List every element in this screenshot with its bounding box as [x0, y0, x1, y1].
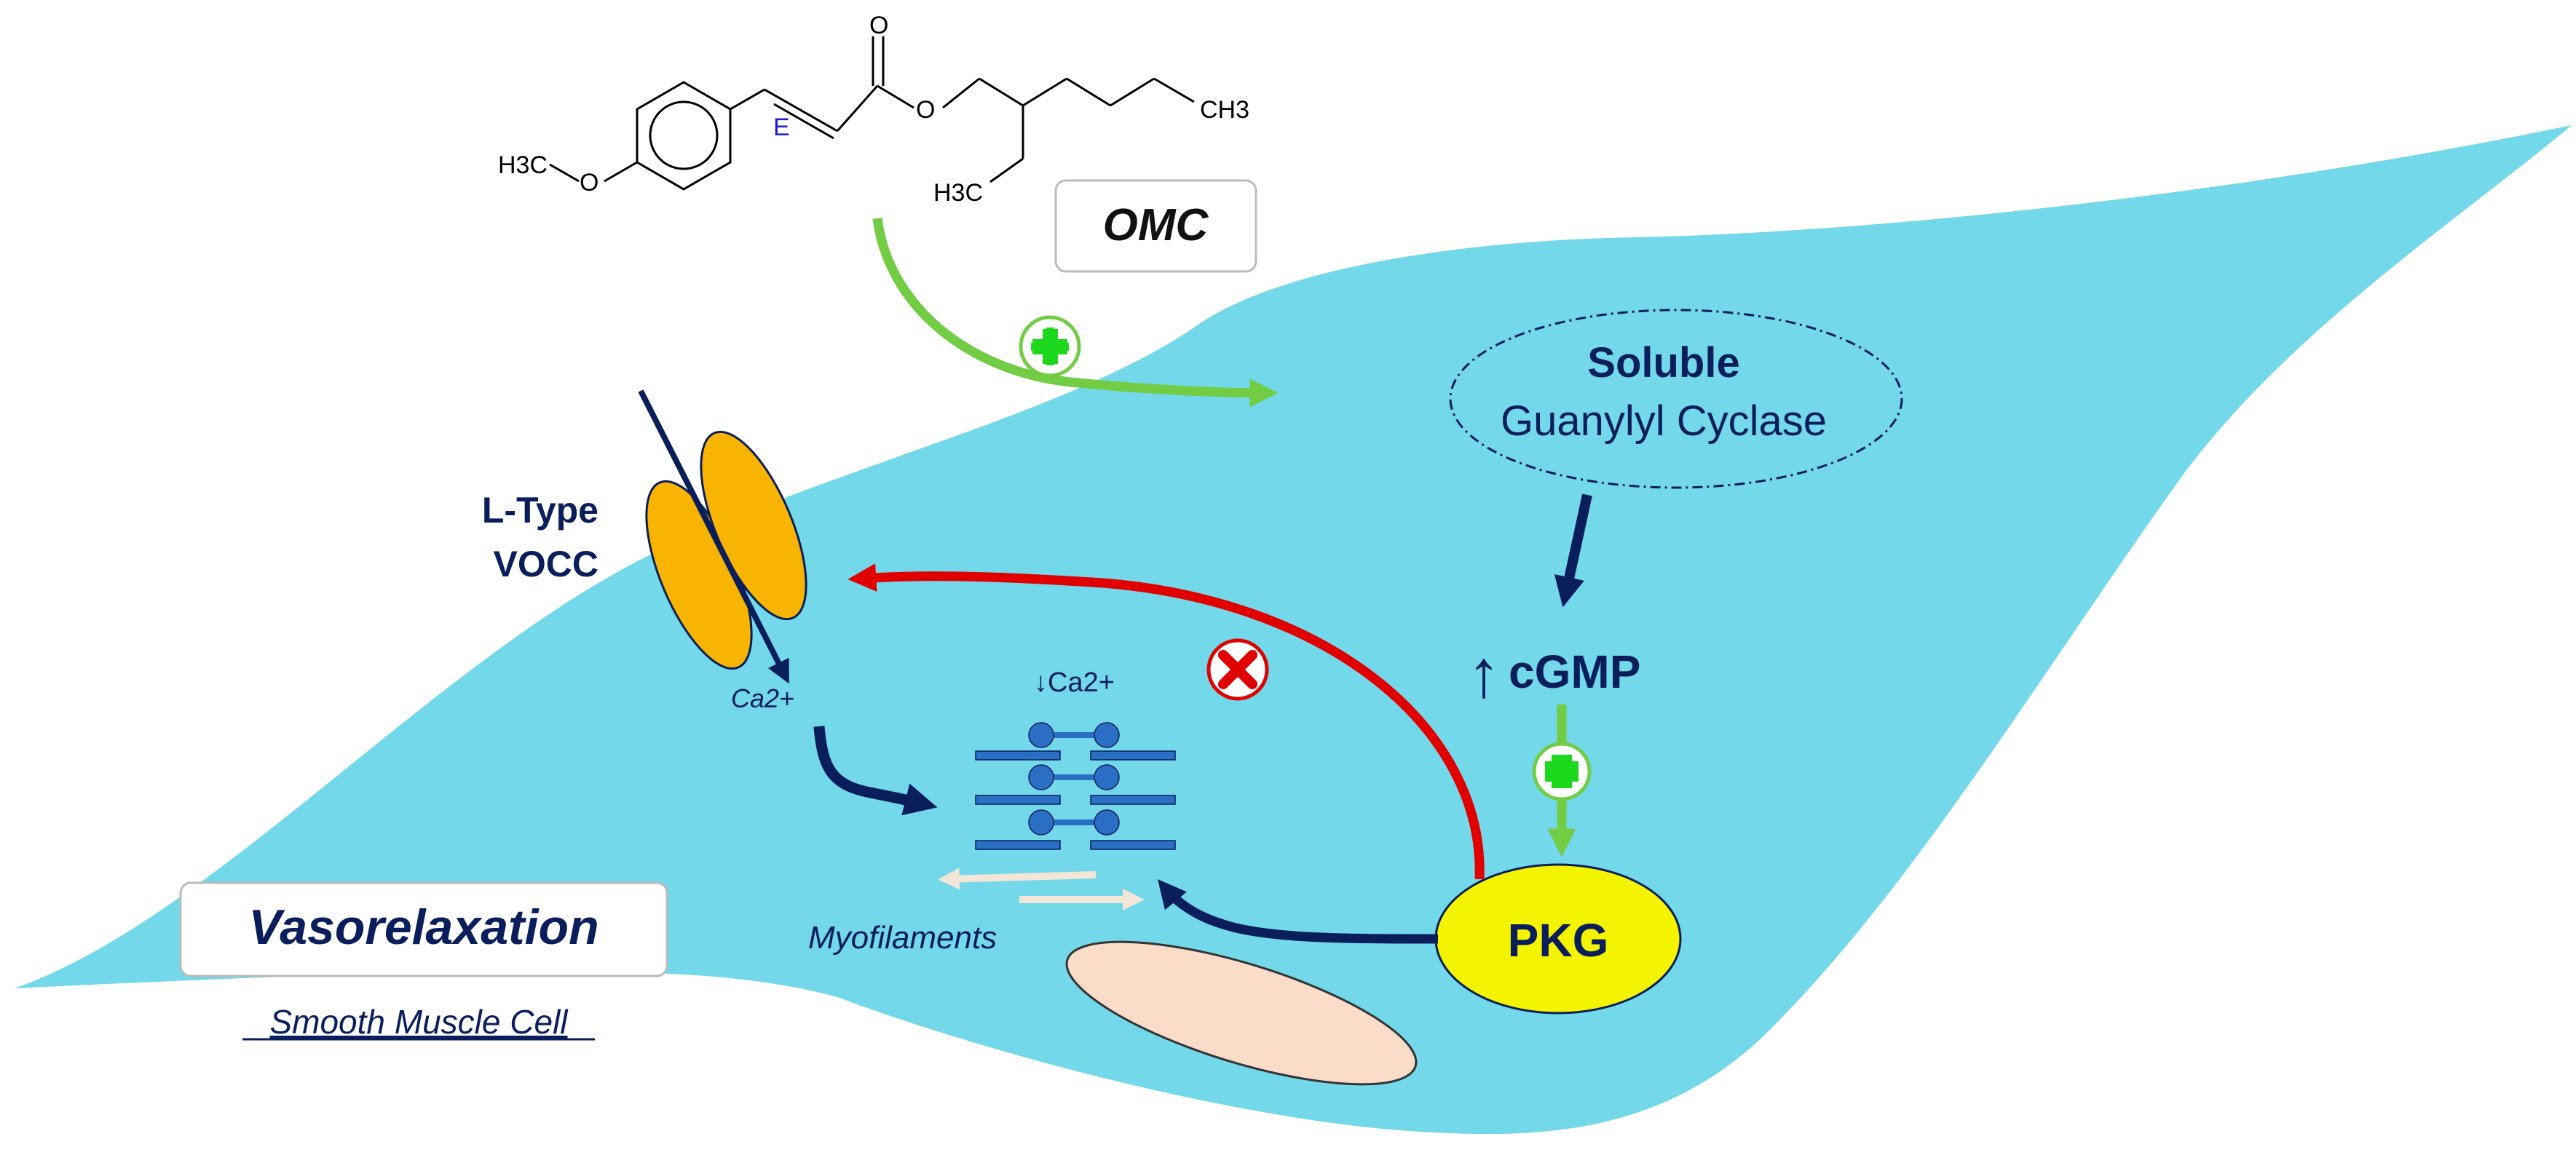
omc-molecule-structure	[549, 36, 1195, 191]
pkg-inhibits-vocc-arrow	[848, 563, 1485, 880]
calcium-influx-arrow	[638, 389, 789, 684]
plus-icon-omc-sgc	[1019, 315, 1081, 378]
calcium-decrease-label: ↓Ca2+	[1034, 667, 1115, 698]
stereo-label-e: E	[773, 114, 790, 141]
vasorelaxation-box	[179, 881, 668, 977]
calcium-to-myofilaments-arrow	[813, 726, 938, 816]
sgc-label-line2: Guanylyl Cyclase	[1501, 397, 1827, 445]
sgc-label-line1: Soluble	[1587, 339, 1739, 386]
vasorelaxation-label: Vasorelaxation	[248, 900, 598, 955]
aromatic-circle	[649, 100, 719, 170]
omc-label-box	[1054, 179, 1257, 273]
omc-label: OMC	[1103, 200, 1209, 250]
myofilaments-graphic	[975, 722, 1176, 850]
pkg-label: PKG	[1508, 914, 1609, 967]
plus-icon-cgmp-pkg	[1532, 742, 1592, 801]
atom-o-ester: O	[916, 96, 935, 124]
vocc-label-line1: L-Type	[482, 490, 598, 531]
sgc-ellipse	[1449, 309, 1903, 489]
myofilaments-label: Myofilaments	[808, 920, 997, 956]
calcium-influx-label: Ca2+	[731, 683, 794, 713]
group-ch3-right: CH3	[1200, 96, 1249, 124]
nucleus	[1065, 940, 1418, 1086]
pkg-to-myofilaments-arrow	[1158, 879, 1439, 944]
cgmp-label: cGMP	[1509, 646, 1640, 698]
omc-to-sgc-arrow	[872, 218, 1279, 408]
vocc-label-line2: VOCC	[494, 544, 598, 584]
atom-o-carbonyl: O	[869, 12, 888, 39]
relax-arrow-left	[938, 868, 1097, 890]
cgmp-up-arrow: ↑	[1467, 637, 1501, 711]
smooth-muscle-cell-label: Smooth Muscle Cell	[269, 1003, 569, 1041]
group-h3c-bottom: H3C	[933, 179, 983, 207]
sgc-to-cgmp-arrow	[1554, 493, 1592, 608]
inhibit-x-icon	[1206, 638, 1269, 701]
atom-o-methoxy: O	[580, 169, 598, 197]
group-h3c-left: H3C	[498, 151, 548, 179]
